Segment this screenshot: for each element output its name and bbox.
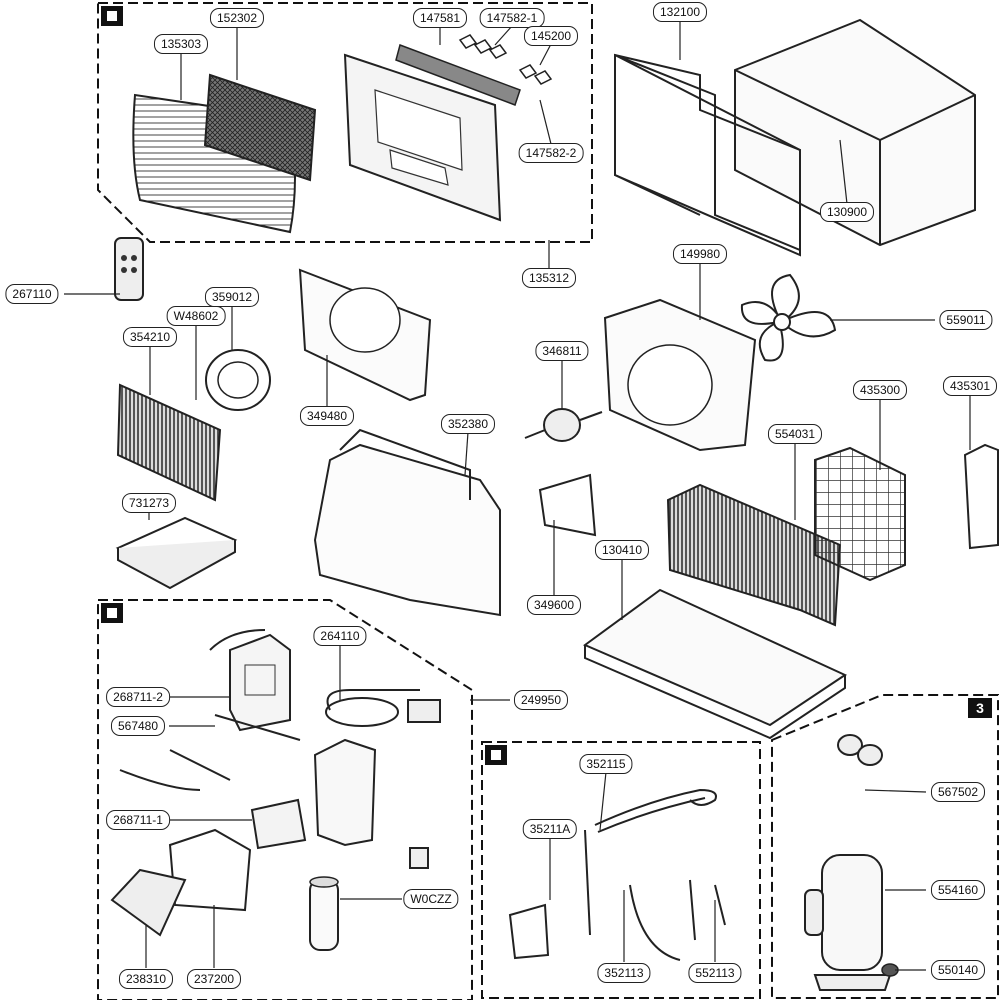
part-label-435300: 435300: [852, 380, 908, 400]
part-label-135303: 135303: [153, 34, 209, 54]
cabinet-frame-part: [614, 53, 801, 257]
part-label-W0CZZ: W0CZZ: [403, 889, 459, 909]
part-label-132100: 132100: [652, 2, 708, 22]
part-label-354210: 354210: [122, 327, 178, 347]
wire-harness-parts: [119, 629, 420, 791]
motor-bracket-part: [538, 473, 597, 537]
part-label-346811: 346811: [535, 341, 589, 361]
blower-wheel-part: [205, 349, 271, 411]
part-label-147582-1: 147582-1: [479, 8, 545, 28]
compressor-part: [813, 854, 892, 991]
axial-fan-part: [740, 273, 837, 362]
group-marker-front-panel: [101, 6, 123, 26]
control-box-part: [313, 738, 377, 847]
part-label-249950: 249950: [513, 690, 569, 710]
air-guide-base-part: [313, 428, 501, 617]
louver-part: [395, 44, 521, 106]
fan-shroud-part: [603, 298, 757, 452]
part-label-359012: 359012: [204, 287, 260, 307]
group-frame-front-panel: [97, 2, 593, 243]
part-label-152302: 152302: [209, 8, 265, 28]
part-label-145200: 145200: [523, 26, 579, 46]
part-label-149980: 149980: [672, 244, 728, 264]
part-label-268711-1: 268711-1: [106, 810, 170, 830]
part-label-352380: 352380: [440, 414, 496, 434]
part-label-W48602: W48602: [166, 306, 226, 326]
group-marker-compressor-text: 3: [976, 700, 984, 716]
evaporator-coil-part: [116, 383, 222, 502]
part-label-550140: 550140: [930, 960, 986, 980]
capacitor-part: [309, 876, 339, 951]
part-label-130900: 130900: [819, 202, 875, 222]
front-frame-part: [343, 53, 502, 222]
cabinet-part: [734, 18, 976, 247]
power-cord-part: [325, 697, 441, 727]
part-label-237200: 237200: [186, 969, 242, 989]
accumulator-part: [804, 889, 824, 936]
part-label-567502: 567502: [930, 782, 986, 802]
part-label-554160: 554160: [930, 880, 986, 900]
display-panel-part: [168, 828, 252, 912]
part-label-435301: 435301: [942, 376, 998, 396]
clip-part: [409, 847, 429, 869]
display-pcb-part: [250, 798, 307, 850]
part-label-352113: 352113: [597, 963, 651, 983]
group-marker-refrigerant: [485, 745, 507, 765]
part-label-352115: 352115: [579, 754, 633, 774]
part-label-147582-2: 147582-2: [518, 143, 584, 163]
part-label-731273: 731273: [121, 493, 177, 513]
group-marker-electrical: [101, 603, 123, 623]
coil-guard-part: [814, 446, 906, 582]
side-bracket-part: [963, 443, 999, 550]
part-label-135312: 135312: [521, 268, 577, 288]
group-frame-compressor: [771, 694, 999, 999]
part-label-349480: 349480: [299, 406, 355, 426]
air-filter-part: [203, 73, 317, 182]
group-marker-compressor: 3: [968, 698, 992, 718]
part-label-238310: 238310: [118, 969, 174, 989]
remote-control-part: [114, 237, 144, 301]
packaging-box-part: [115, 516, 238, 590]
base-pan-part: [583, 588, 848, 740]
group-frame-refrigerant-pipes: [481, 741, 761, 999]
part-label-268711-2: 268711-2: [106, 687, 170, 707]
part-label-552113: 552113: [688, 963, 742, 983]
part-label-264110: 264110: [313, 626, 367, 646]
part-label-267110: 267110: [5, 284, 59, 304]
fan-motor-part: [524, 408, 603, 442]
part-label-554031: 554031: [767, 424, 823, 444]
part-label-559011: 559011: [939, 310, 993, 330]
group-frame-electrical: [97, 599, 473, 1000]
part-label-35211A: 35211A: [522, 819, 578, 839]
part-label-567480: 567480: [110, 716, 166, 736]
decor-plate-part: [110, 868, 187, 937]
control-board-part: [229, 633, 291, 732]
overload-protector-part: [837, 734, 883, 766]
part-label-130410: 130410: [594, 540, 650, 560]
condenser-coil-part: [666, 483, 842, 627]
part-label-147581: 147581: [412, 8, 468, 28]
refrigerant-pipe-parts: [508, 788, 726, 961]
louver-link-parts: [458, 34, 553, 85]
leader-lines: [64, 20, 971, 971]
part-label-349600: 349600: [526, 595, 582, 615]
scroll-housing-part: [298, 268, 432, 402]
